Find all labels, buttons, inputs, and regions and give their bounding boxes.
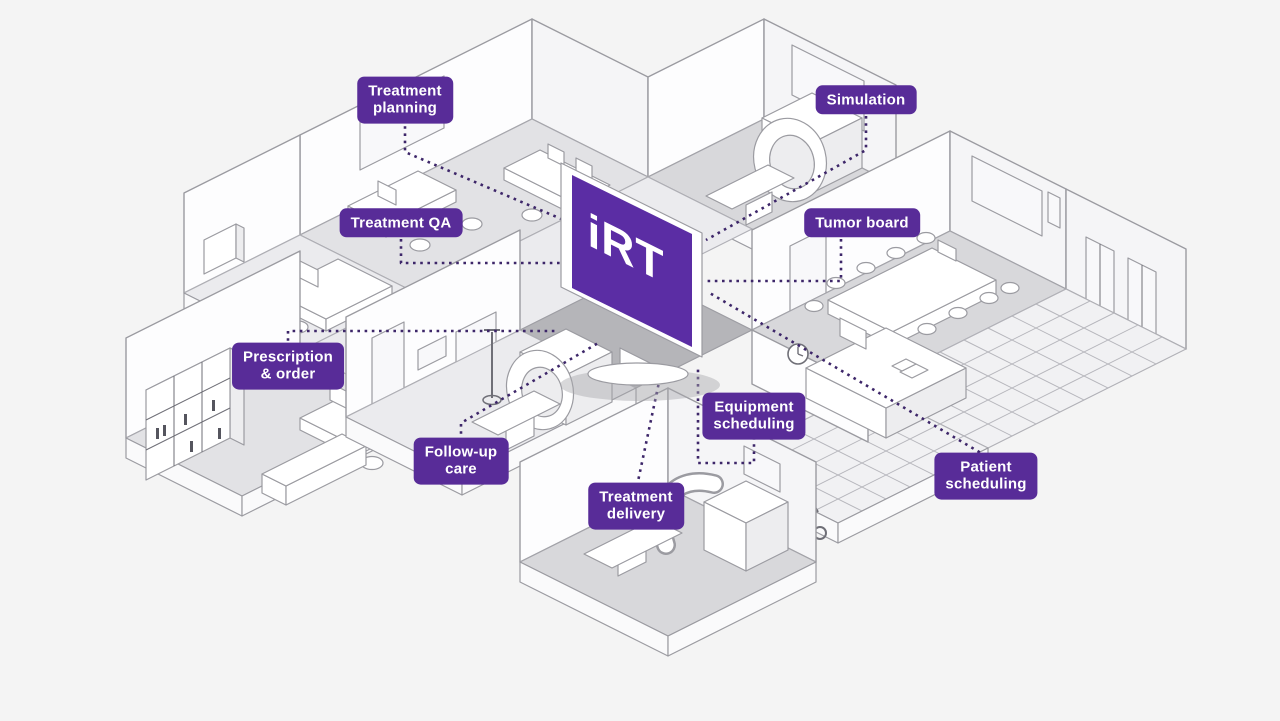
conference-chairs [804,231,1020,336]
reception-desk [805,317,967,439]
iv-pole-icon [482,329,502,406]
irt-monitor: iRT [560,162,720,401]
linac-machine [583,472,789,577]
label-follow-up-care: Follow-up care [413,437,509,485]
connector-treatment-qa [399,239,560,265]
desk-monitor-icon [377,180,397,206]
connectors [286,116,987,487]
connector-equipment-scheduling [696,366,756,465]
ring-gantry-machine [471,328,613,451]
treatment-couch [471,390,561,436]
label-treatment-delivery: Treatment delivery [588,482,684,530]
ct-scanner [705,92,863,226]
connector-patient-scheduling [707,290,987,458]
connector-tumor-board [706,239,843,283]
label-equipment-scheduling: Equipment scheduling [702,392,806,440]
office-chair [521,208,543,222]
office-chair [409,238,431,252]
wall-tv [417,335,447,371]
monitor-stand-base [587,362,689,386]
control-window [743,445,781,493]
clock-icon [787,343,809,365]
label-treatment-qa: Treatment QA [339,208,463,238]
elevator-doors [1085,236,1157,335]
laptop-icon [937,239,957,262]
label-prescription-order: Prescription & order [232,342,344,390]
label-tumor-board: Tumor board [804,208,920,238]
wall-poster [1047,191,1061,229]
storage-shelves [145,347,245,481]
office-chair [461,217,483,231]
monitor-screen [572,175,692,347]
connector-prescription-order [286,329,558,348]
papers [891,358,917,372]
desk-monitor-icon [547,143,565,167]
desk-monitor-icon [839,317,867,350]
label-simulation: Simulation [815,85,917,115]
ct-couch [705,164,795,210]
label-patient-scheduling: Patient scheduling [934,452,1038,500]
treatment-couch [583,518,683,569]
whiteboard [971,155,1043,237]
tile-grid [868,289,1186,448]
label-treatment-planning: Treatment planning [357,76,453,124]
